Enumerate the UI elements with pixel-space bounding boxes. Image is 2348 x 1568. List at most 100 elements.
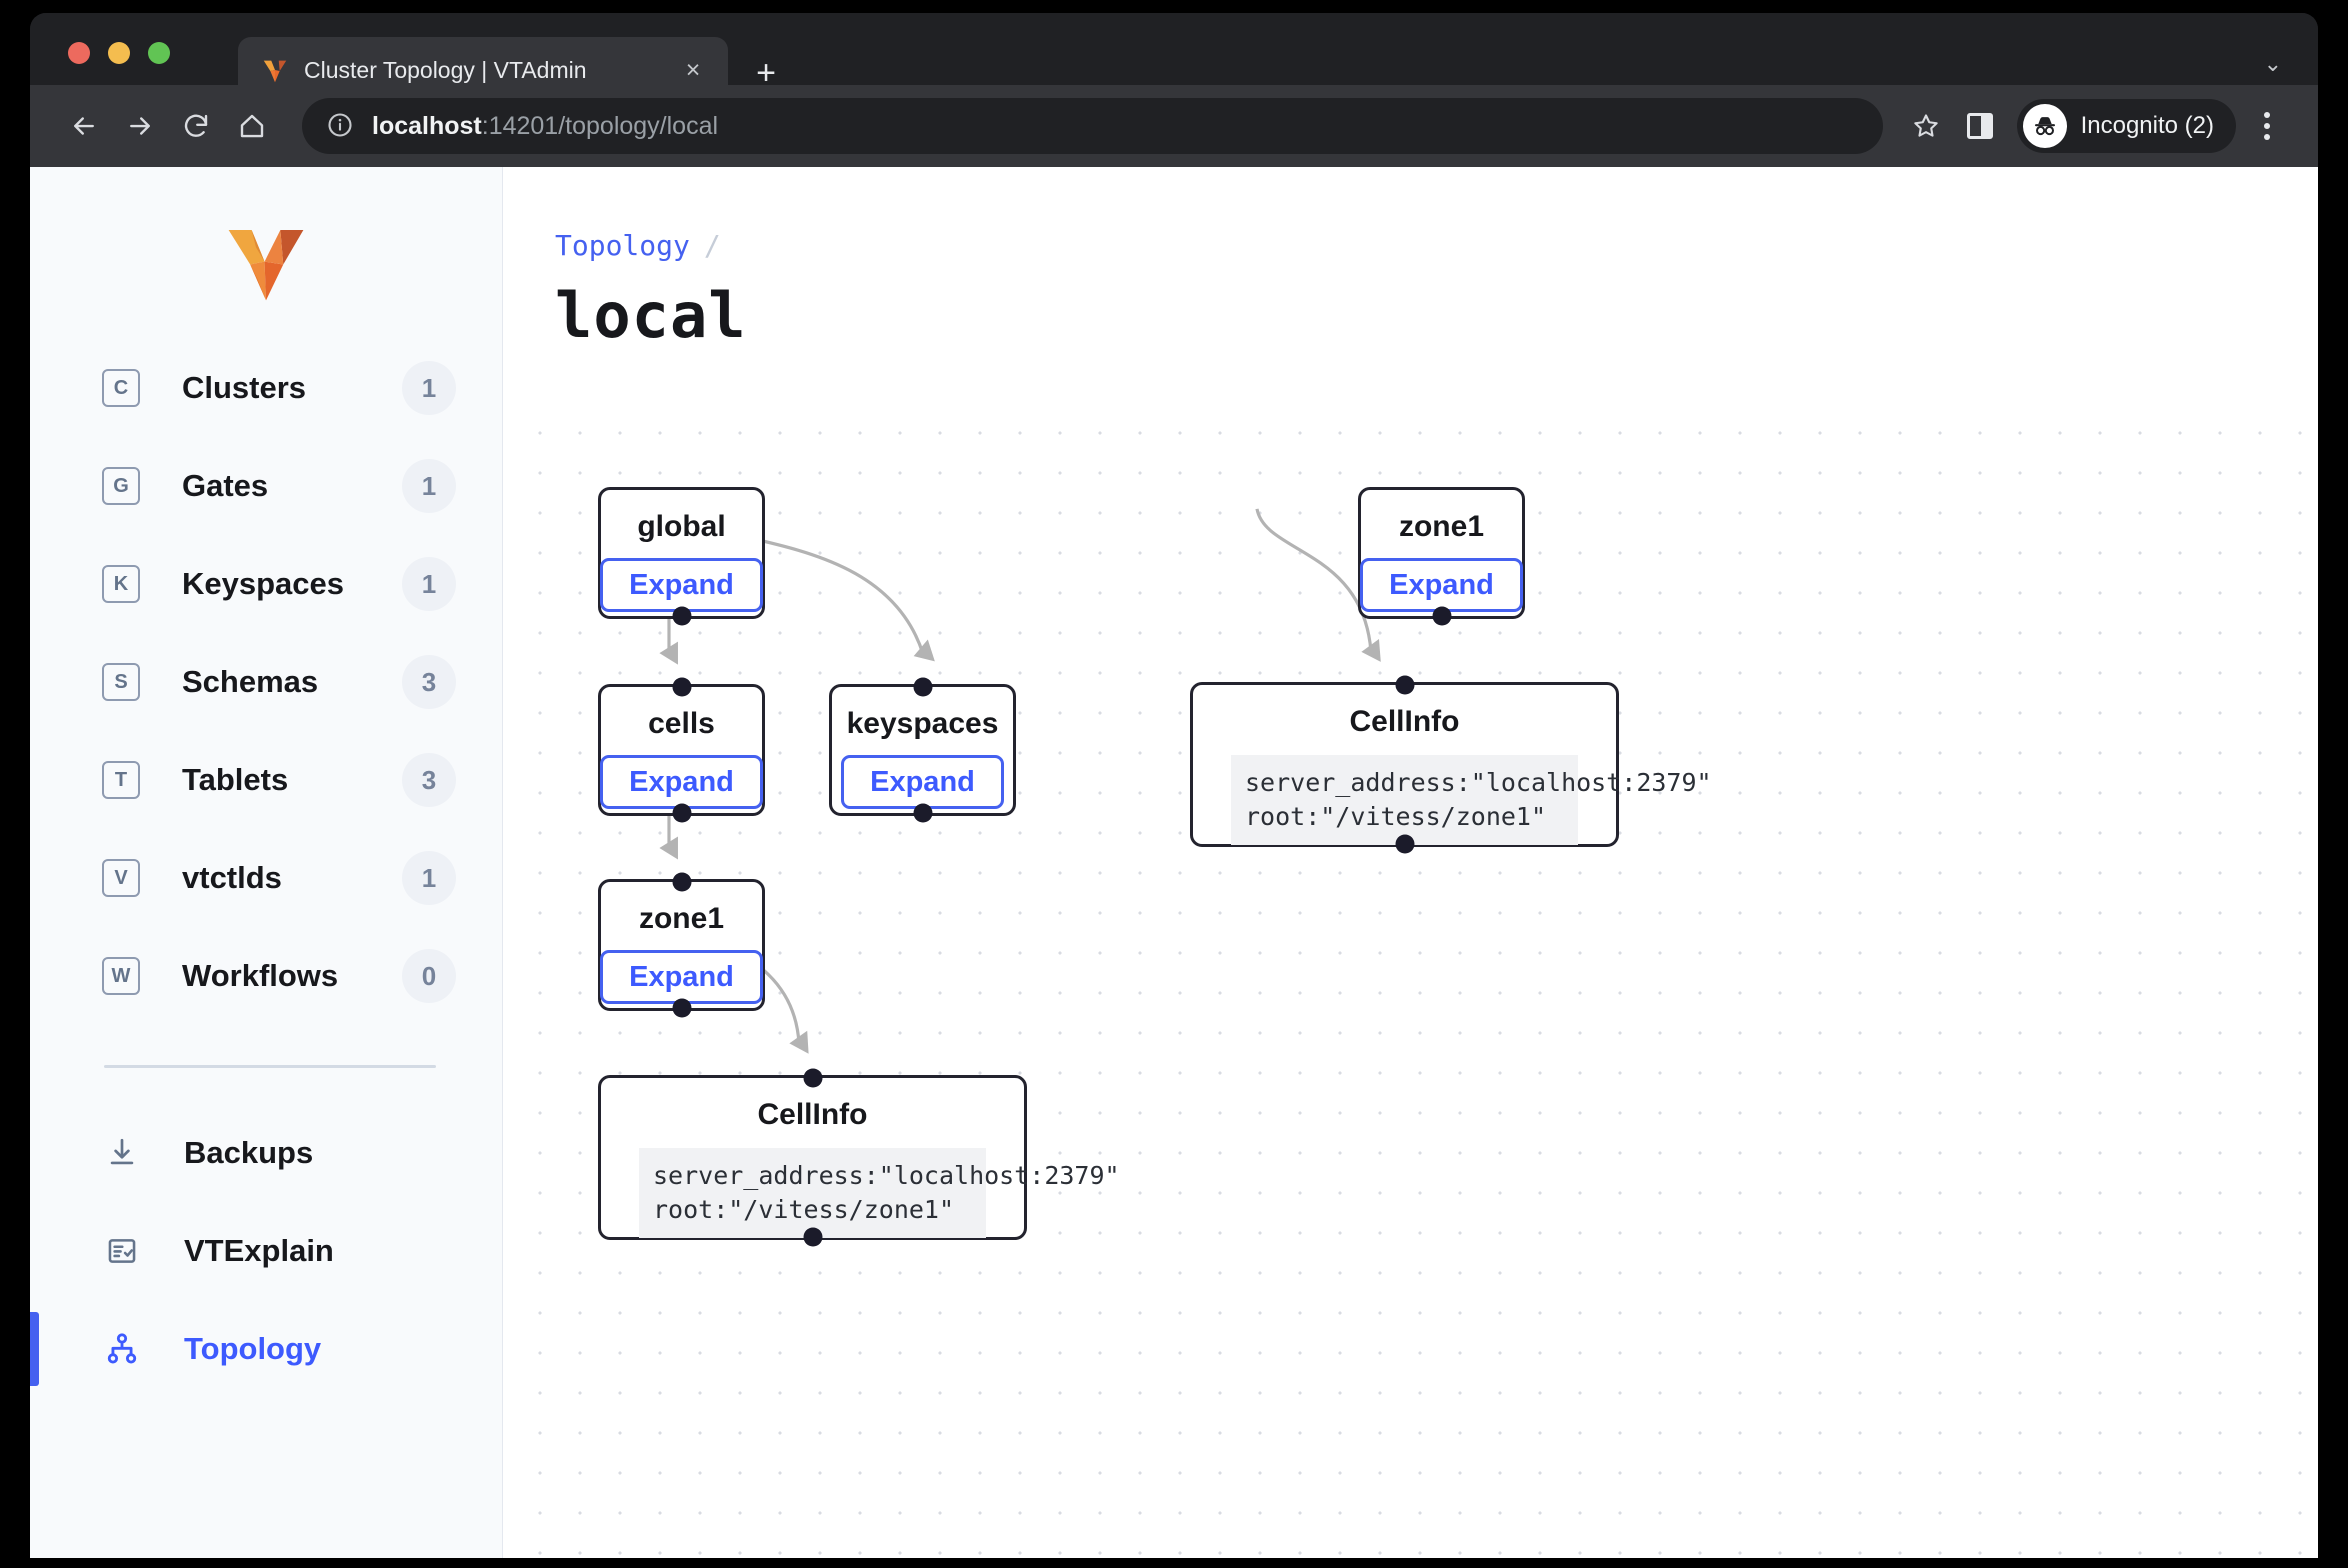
sidebar-item-gates[interactable]: G Gates 1 <box>30 437 502 535</box>
topology-node-cellinfo-right[interactable]: CellInfo server_address:"localhost:2379"… <box>1190 675 1712 854</box>
chevron-down-icon[interactable]: ⌄ <box>2263 51 2282 76</box>
breadcrumb-link-topology[interactable]: Topology <box>555 229 690 262</box>
tab-strip: Cluster Topology | VTAdmin × + ⌄ <box>30 13 2318 103</box>
topology-node-global[interactable]: global Expand <box>598 487 765 626</box>
node-port-top <box>672 677 691 697</box>
node-port-bottom <box>913 803 932 823</box>
back-arrow-icon[interactable] <box>56 98 112 154</box>
topology-node-zone1-right[interactable]: zone1 Expand <box>1358 487 1525 626</box>
letter-badge-k-icon: K <box>102 565 140 603</box>
sidebar-item-keyspaces[interactable]: K Keyspaces 1 <box>30 535 502 633</box>
primary-nav: C Clusters 1 G Gates 1 K Keyspaces 1 S S… <box>30 339 502 1025</box>
node-title: CellInfo <box>1349 705 1460 738</box>
breadcrumb-separator: / <box>703 229 721 262</box>
minimize-window-button[interactable] <box>108 42 130 64</box>
letter-badge-t-icon: T <box>102 761 140 799</box>
expand-button[interactable]: Expand <box>600 558 763 613</box>
cellinfo-code-block: server_address:"localhost:2379" root:"/v… <box>1231 755 1712 845</box>
node-title: zone1 <box>638 902 725 935</box>
node-port-top <box>803 1068 822 1088</box>
url-host: localhost <box>372 111 482 140</box>
sidebar-item-topology[interactable]: Topology <box>30 1300 502 1398</box>
breadcrumb: Topology / <box>555 229 721 262</box>
sidebar-item-label: Schemas <box>182 664 319 699</box>
sidebar-item-label: Clusters <box>182 370 307 405</box>
url-path: :14201/topology/local <box>481 111 719 140</box>
kebab-dot <box>2264 123 2270 129</box>
sidebar-item-count: 1 <box>402 459 456 513</box>
sidebar-item-count: 0 <box>402 949 456 1003</box>
bookmark-star-icon[interactable] <box>1899 99 1953 153</box>
node-port-bottom <box>672 803 691 823</box>
profile-button[interactable]: Incognito (2) <box>2016 99 2236 153</box>
node-title: global <box>637 510 726 543</box>
kebab-menu-icon[interactable] <box>2242 99 2292 153</box>
sidebar: C Clusters 1 G Gates 1 K Keyspaces 1 S S… <box>30 167 503 1558</box>
sidebar-divider <box>104 1065 436 1068</box>
side-panel-glyph <box>1966 113 1993 139</box>
main-content: Topology / local <box>503 167 2318 1558</box>
maximize-window-button[interactable] <box>148 42 170 64</box>
side-panel-icon[interactable] <box>1953 99 2007 153</box>
expand-button[interactable]: Expand <box>600 755 763 810</box>
page-title: local <box>555 279 747 352</box>
topology-canvas[interactable]: global Expand zone1 Expand cells Expand <box>503 399 2318 1558</box>
browser-toolbar: localhost:14201/topology/local Incognito… <box>30 85 2318 167</box>
sidebar-item-label: VTExplain <box>184 1233 334 1268</box>
sidebar-item-count: 1 <box>402 557 456 611</box>
node-port-bottom <box>803 1227 822 1247</box>
sidebar-item-vtctlds[interactable]: V vtctlds 1 <box>30 829 502 927</box>
sidebar-item-label: Tablets <box>182 762 289 797</box>
sidebar-item-count: 1 <box>402 851 456 905</box>
expand-button[interactable]: Expand <box>841 755 1004 810</box>
tab-title: Cluster Topology | VTAdmin <box>304 56 587 83</box>
kebab-dot <box>2264 134 2270 140</box>
letter-badge-s-icon: S <box>102 663 140 701</box>
sidebar-item-vtexplain[interactable]: VTExplain <box>30 1202 502 1300</box>
topology-node-zone1-left[interactable]: zone1 Expand <box>598 872 765 1018</box>
letter-badge-w-icon: W <box>102 957 140 995</box>
kebab-dot <box>2264 112 2270 118</box>
profile-label: Incognito (2) <box>2080 112 2214 139</box>
sidebar-item-clusters[interactable]: C Clusters 1 <box>30 339 502 437</box>
sitemap-icon <box>102 1329 142 1369</box>
logo-container[interactable] <box>30 203 502 339</box>
node-port-bottom <box>672 606 691 626</box>
node-title: CellInfo <box>757 1098 868 1131</box>
secondary-nav: Backups VTExplain <box>30 1104 502 1398</box>
expand-button[interactable]: Expand <box>1360 558 1523 613</box>
address-bar[interactable]: localhost:14201/topology/local <box>302 98 1883 154</box>
cellinfo-code-block: server_address:"localhost:2379" root:"/v… <box>639 1148 1120 1238</box>
sidebar-item-workflows[interactable]: W Workflows 0 <box>30 927 502 1025</box>
sidebar-item-backups[interactable]: Backups <box>30 1104 502 1202</box>
reload-icon[interactable] <box>168 98 224 154</box>
home-icon[interactable] <box>224 98 280 154</box>
sidebar-item-label: vtctlds <box>182 860 282 895</box>
site-info-icon[interactable] <box>326 111 356 141</box>
node-port-top <box>1395 675 1414 695</box>
sidebar-item-schemas[interactable]: S Schemas 3 <box>30 633 502 731</box>
topology-node-cellinfo-left[interactable]: CellInfo server_address:"localhost:2379"… <box>598 1068 1120 1247</box>
sidebar-item-label: Gates <box>182 468 269 503</box>
topology-node-cells[interactable]: cells Expand <box>598 677 765 823</box>
close-icon[interactable]: × <box>685 55 701 84</box>
sidebar-item-label: Backups <box>184 1135 314 1170</box>
node-port-top <box>913 677 932 697</box>
sidebar-item-tablets[interactable]: T Tablets 3 <box>30 731 502 829</box>
window-controls <box>68 42 170 64</box>
node-title: cells <box>648 707 715 740</box>
sidebar-item-label: Workflows <box>182 958 339 993</box>
close-window-button[interactable] <box>68 42 90 64</box>
topology-node-keyspaces[interactable]: keyspaces Expand <box>829 677 1016 823</box>
expand-button[interactable]: Expand <box>600 950 763 1005</box>
incognito-avatar-icon <box>2022 104 2067 148</box>
vitess-logo <box>228 229 304 301</box>
node-title: zone1 <box>1398 510 1485 543</box>
sidebar-item-count: 3 <box>402 655 456 709</box>
node-port-bottom <box>1395 834 1414 854</box>
forward-arrow-icon[interactable] <box>112 98 168 154</box>
browser-window: Cluster Topology | VTAdmin × + ⌄ <box>30 13 2318 1558</box>
download-icon <box>102 1133 142 1173</box>
node-title: keyspaces <box>846 707 999 740</box>
new-tab-button[interactable]: + <box>756 54 776 92</box>
